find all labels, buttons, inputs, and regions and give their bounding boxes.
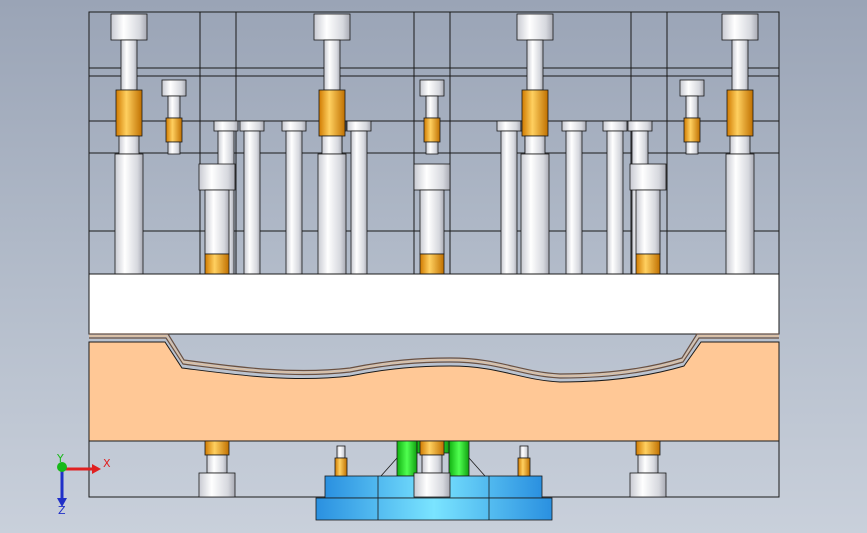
small-bolt xyxy=(679,79,705,155)
guide-pin xyxy=(346,120,372,275)
axis-z-label: Z xyxy=(58,504,66,517)
lower-bolt xyxy=(629,440,667,498)
sheet-metal-strip xyxy=(89,333,779,375)
die-block xyxy=(88,341,780,442)
upper-bolt xyxy=(516,13,554,275)
upper-bolt xyxy=(110,13,148,275)
coordinate-triad xyxy=(57,462,101,507)
small-bolt xyxy=(334,445,348,477)
guide-pin xyxy=(561,120,587,275)
upper-plate xyxy=(88,273,780,335)
guide-pin xyxy=(602,120,628,275)
sheet-metal-strip-lower xyxy=(89,337,779,379)
guide-pin xyxy=(496,120,522,275)
axis-y-label: Y xyxy=(57,452,64,465)
guide-pin xyxy=(281,120,307,275)
upper-bolts xyxy=(110,13,759,275)
upper-bolt xyxy=(721,13,759,275)
lower-bolt xyxy=(413,440,451,498)
axis-x-label: X xyxy=(103,457,111,470)
upper-bolt xyxy=(629,163,667,275)
upper-bolt xyxy=(198,163,236,275)
small-bolt xyxy=(161,79,187,155)
small-bolt xyxy=(419,79,445,155)
lower-bolts xyxy=(198,440,667,498)
small-bolt xyxy=(517,445,531,477)
upper-bolt xyxy=(413,163,451,275)
guide-pin xyxy=(239,120,265,275)
upper-bolt xyxy=(313,13,351,275)
lower-bolt xyxy=(198,440,236,498)
